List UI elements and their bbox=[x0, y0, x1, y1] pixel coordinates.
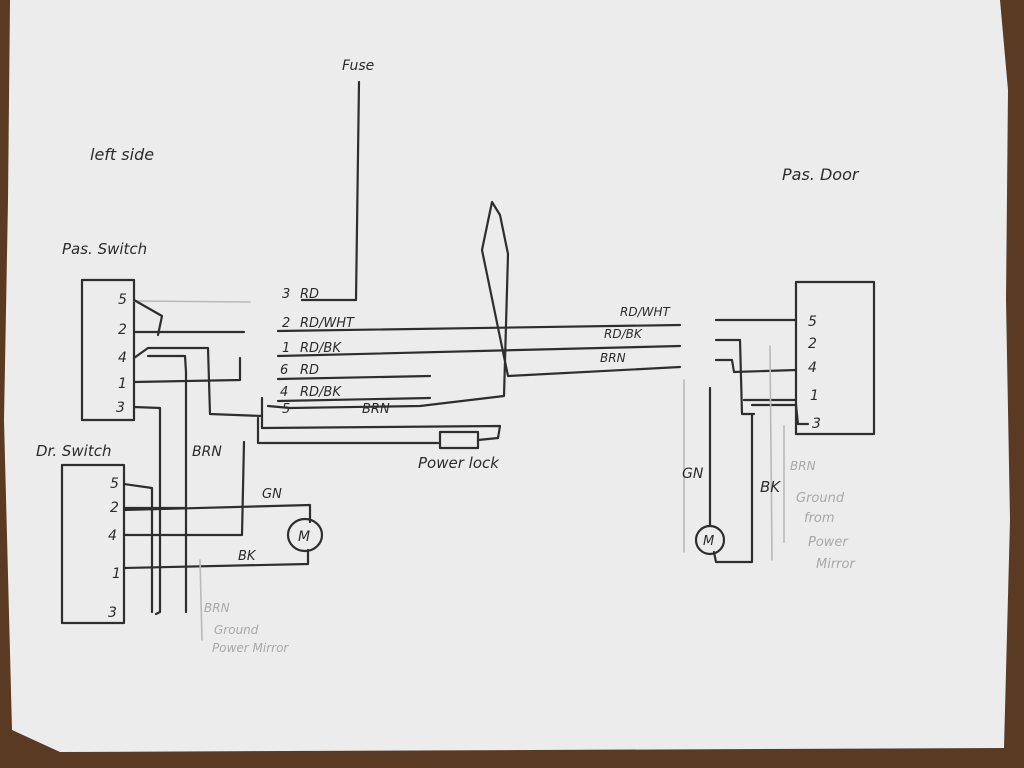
pas-switch-pins: 5 2 4 1 3 bbox=[116, 292, 127, 416]
bk-right-label: BK bbox=[760, 478, 781, 496]
door-pin2-wire bbox=[714, 338, 756, 416]
pas-switch-box bbox=[80, 278, 136, 422]
dr-pin4-wire bbox=[122, 440, 246, 537]
door-wire-labels: RD/WHT RD/BK BRN bbox=[600, 305, 672, 365]
ground-faint-wire bbox=[199, 559, 203, 641]
power-right-label: Power bbox=[808, 535, 849, 550]
brn-vertical-label: BRN bbox=[192, 444, 222, 460]
door-wire-label: RD/BK bbox=[604, 327, 643, 341]
dr-switch-pin: 4 bbox=[108, 528, 117, 544]
center-wire-pin: 1 bbox=[282, 341, 290, 356]
dr-pin5-wire bbox=[122, 482, 154, 614]
center-wire-pin: 2 bbox=[282, 316, 290, 331]
center-wire-pin: 3 bbox=[282, 287, 290, 302]
door-bk-wire bbox=[712, 412, 754, 564]
door-wire-label: RD/WHT bbox=[620, 305, 672, 319]
dr-pin1-wire bbox=[122, 548, 310, 570]
dr-gn-wire bbox=[122, 503, 312, 524]
center-wire-color: BRN bbox=[362, 402, 390, 417]
dr-switch-label: Dr. Switch bbox=[36, 442, 111, 460]
power-lock-out-wire bbox=[476, 436, 500, 442]
pas-pin4-branch bbox=[146, 354, 188, 374]
ground-bottom-label: Ground bbox=[214, 623, 259, 637]
pas-door-pin: 3 bbox=[812, 416, 821, 432]
bk-left-label: BK bbox=[238, 549, 257, 564]
pas-pin5-jumper bbox=[132, 298, 164, 337]
power-mirror-bottom-label: Power Mirror bbox=[212, 641, 289, 655]
door-pin4-wire bbox=[714, 358, 798, 374]
door-faint-wire-2 bbox=[769, 345, 773, 561]
pas-door-box bbox=[794, 280, 876, 436]
right-motor-circle bbox=[694, 524, 726, 556]
center-wire-pin: 4 bbox=[280, 385, 288, 400]
pas-switch-pin: 2 bbox=[118, 322, 127, 338]
door-wire-label: BRN bbox=[600, 351, 626, 365]
center-wire-pin: 5 bbox=[282, 402, 290, 417]
brn-right-label: BRN bbox=[790, 459, 816, 473]
pas-door-pin: 1 bbox=[810, 388, 819, 404]
left-motor-circle bbox=[286, 517, 324, 553]
pas-switch-label: Pas. Switch bbox=[62, 240, 147, 258]
pas-switch-pin: 5 bbox=[118, 292, 127, 308]
brn-bottom-label: BRN bbox=[204, 601, 230, 615]
center-wire-color: RD/WHT bbox=[300, 316, 355, 331]
pas-switch-pin: 4 bbox=[118, 350, 127, 366]
harness-rd-bk-wire bbox=[276, 344, 682, 358]
pas-pin5-wire bbox=[133, 300, 251, 303]
center-wire-labels: 3 RD 2 RD/WHT 1 RD/BK 6 RD 4 RD/BK 5 BRN bbox=[280, 287, 390, 417]
door-pin3-wire bbox=[750, 403, 810, 426]
left-motor-label: M bbox=[298, 529, 310, 545]
mirror-right-label: Mirror bbox=[816, 557, 856, 572]
dr-switch-pin: 2 bbox=[110, 500, 119, 516]
gn-left-label: GN bbox=[262, 487, 282, 502]
ground-right-label: Ground bbox=[796, 491, 845, 506]
harness-rd-wire bbox=[276, 374, 432, 381]
center-wire-color: RD bbox=[300, 363, 319, 378]
pas-door-pins: 5 2 4 1 3 bbox=[808, 314, 821, 432]
center-wire-color: RD/BK bbox=[300, 385, 342, 400]
dr-switch-pins: 5 2 4 1 3 bbox=[108, 476, 121, 621]
dr-switch-pin: 1 bbox=[112, 566, 121, 582]
harness-brn-wire bbox=[266, 200, 682, 410]
pas-switch-pin: 3 bbox=[116, 400, 125, 416]
harness-lower-wire bbox=[260, 414, 502, 440]
harness-rd-wht-wire bbox=[276, 323, 682, 333]
gn-right-label: GN bbox=[682, 466, 704, 482]
pas-door-pin: 4 bbox=[808, 360, 817, 376]
from-right-label: from bbox=[804, 511, 835, 526]
power-lock-label: Power lock bbox=[418, 454, 500, 472]
pas-door-pin: 5 bbox=[808, 314, 817, 330]
center-wire-pin: 6 bbox=[280, 363, 288, 378]
center-wire-color: RD/BK bbox=[300, 341, 342, 356]
dr-switch-box bbox=[60, 463, 126, 625]
pas-switch-pin: 1 bbox=[118, 376, 127, 392]
pas-door-pin: 2 bbox=[808, 336, 817, 352]
right-motor-label: M bbox=[703, 534, 714, 549]
power-lock-wire bbox=[256, 416, 440, 445]
harness-rd-bk-2-wire bbox=[276, 396, 432, 403]
pas-pin1-wire bbox=[132, 356, 242, 384]
fuse-label: Fuse bbox=[342, 58, 374, 74]
fuse-wire bbox=[300, 80, 361, 302]
pas-door-label: Pas. Door bbox=[782, 165, 860, 184]
center-wire-color: RD bbox=[300, 287, 319, 302]
dr-switch-pin: 3 bbox=[108, 605, 117, 621]
dr-switch-pin: 5 bbox=[110, 476, 119, 492]
left-side-label: left side bbox=[90, 145, 154, 164]
